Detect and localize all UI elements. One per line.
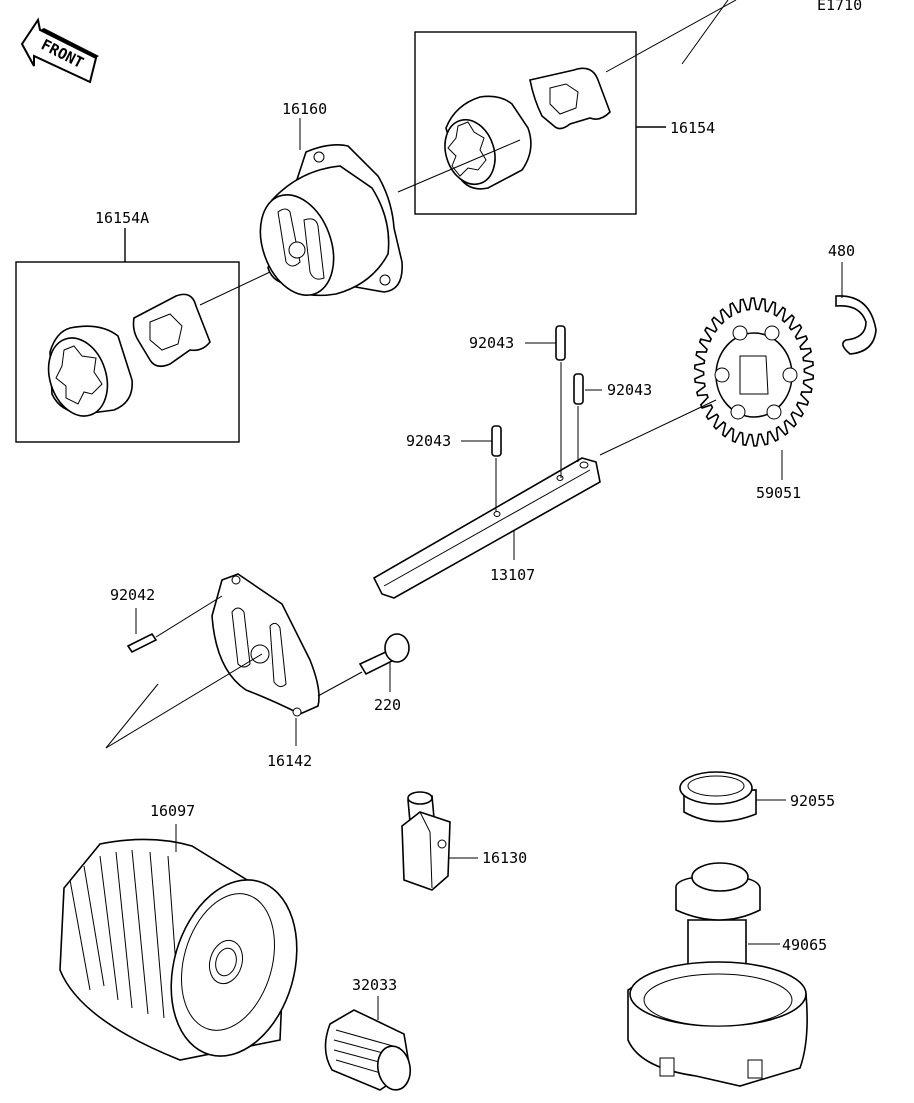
callout-labels: 16160 16154 16154A 480 92043 92043 92043… xyxy=(95,100,855,994)
diagram-code: E1710 xyxy=(817,0,862,14)
part-16097-oil-filter[interactable] xyxy=(59,824,316,1071)
part-16154A-group[interactable] xyxy=(15,228,240,443)
part-16160-pump-body[interactable] xyxy=(199,118,403,306)
callout-59051: 59051 xyxy=(756,484,801,502)
callout-16160: 16160 xyxy=(282,100,327,118)
callout-92043a: 92043 xyxy=(469,334,514,352)
callout-49065: 49065 xyxy=(782,936,827,954)
callout-92043b: 92043 xyxy=(607,381,652,399)
callout-16142: 16142 xyxy=(267,752,312,770)
callout-92055: 92055 xyxy=(790,792,835,810)
part-16142-cover[interactable] xyxy=(105,573,320,749)
part-480-circlip[interactable] xyxy=(835,262,877,355)
callout-16130: 16130 xyxy=(482,849,527,867)
part-92043-pins[interactable] xyxy=(461,325,602,512)
part-13107-shaft[interactable] xyxy=(372,399,717,599)
part-220-bolt[interactable] xyxy=(317,633,410,697)
callout-92043c: 92043 xyxy=(406,432,451,450)
callout-32033: 32033 xyxy=(352,976,397,994)
part-16154-group[interactable] xyxy=(397,0,737,215)
callout-480: 480 xyxy=(828,242,855,260)
callout-16154A: 16154A xyxy=(95,209,149,227)
part-32033-spring[interactable] xyxy=(324,996,413,1092)
front-arrow-icon: FRONT xyxy=(20,17,99,84)
callout-13107: 13107 xyxy=(490,566,535,584)
part-92055-cap[interactable] xyxy=(679,771,786,823)
part-16130-fitting[interactable] xyxy=(401,791,478,891)
callout-220: 220 xyxy=(374,696,401,714)
part-92042-pin[interactable] xyxy=(126,595,223,654)
part-59051-sprocket[interactable] xyxy=(693,297,815,480)
callout-16154: 16154 xyxy=(670,119,715,137)
part-49065-tool[interactable] xyxy=(627,862,808,1087)
callout-92042: 92042 xyxy=(110,586,155,604)
callout-16097: 16097 xyxy=(150,802,195,820)
